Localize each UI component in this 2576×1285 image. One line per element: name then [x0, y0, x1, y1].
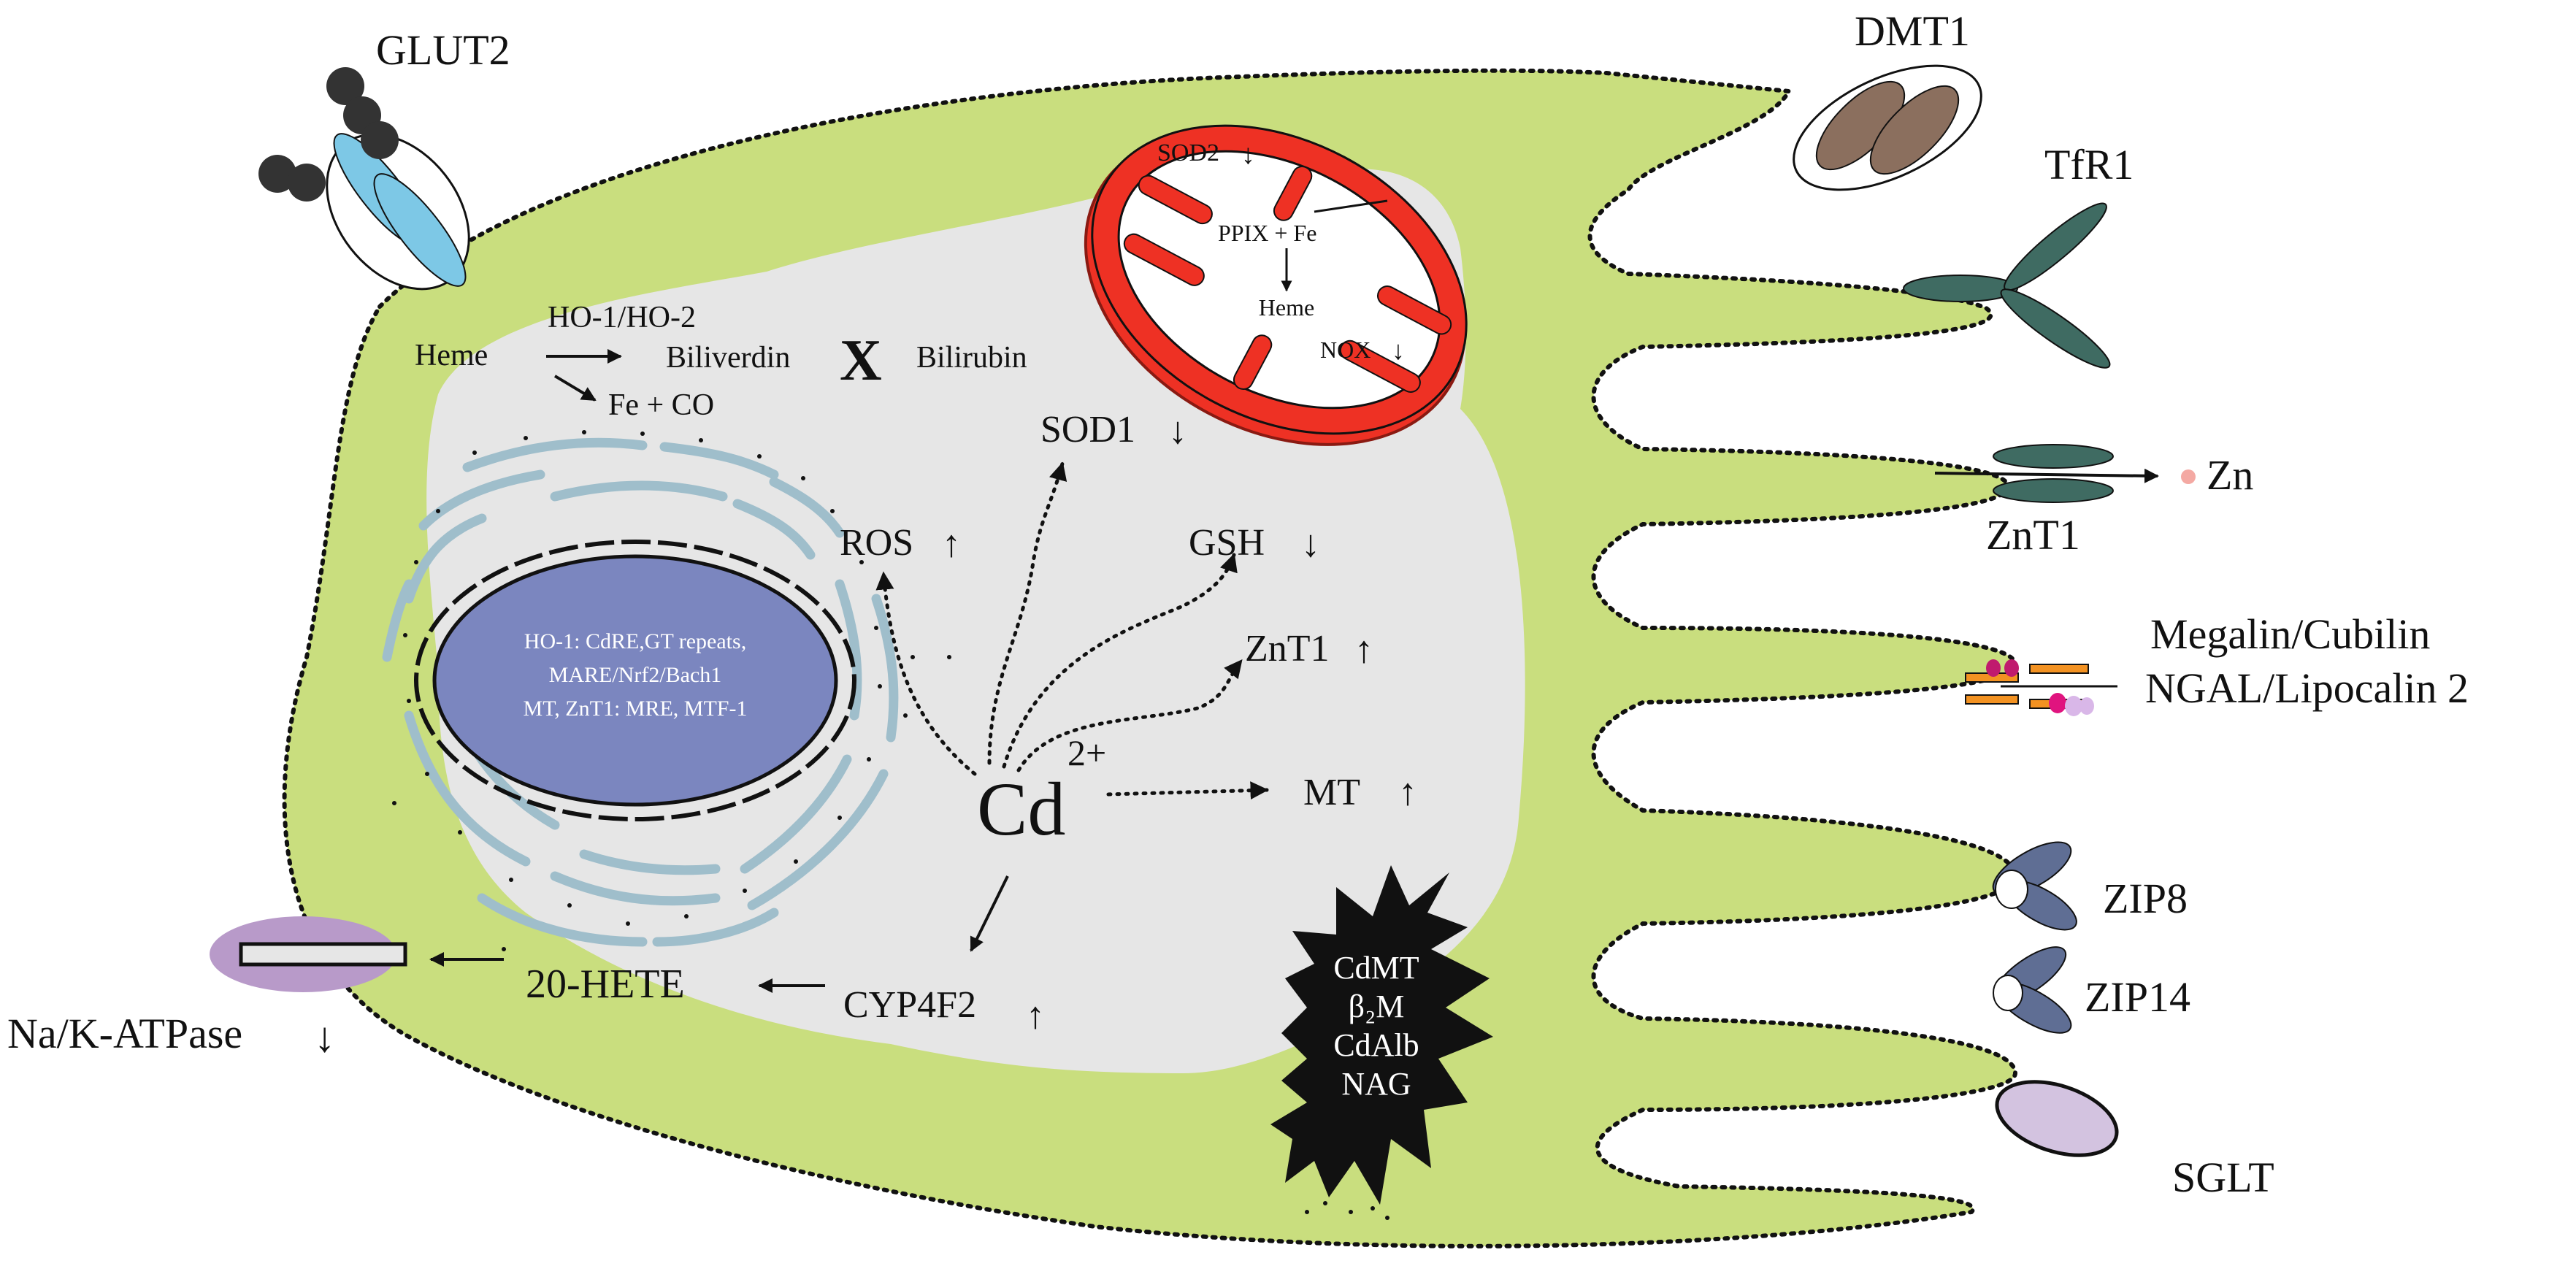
- cd-charge-label: 2+: [1067, 732, 1106, 773]
- sglt-label: SGLT: [2172, 1154, 2274, 1201]
- hete-label: 20-HETE: [526, 962, 685, 1007]
- zip8-label: ZIP8: [2103, 875, 2188, 922]
- zip8-transporter: [1992, 841, 2077, 931]
- zn-label: Zn: [2207, 451, 2253, 499]
- dmt1-transporter: DMT1: [1793, 7, 1982, 191]
- small-dots: [1305, 1201, 1389, 1220]
- block-x-icon: X: [840, 329, 882, 393]
- na-k-atpase-label: Na/K-ATPase: [7, 1010, 242, 1057]
- megalin-cubilin-receptor: [1965, 659, 2117, 716]
- na-k-atpase-down-arrow: ↓: [314, 1013, 335, 1061]
- ros-label: ROS: [840, 522, 913, 564]
- gsh-label: GSH: [1189, 522, 1265, 564]
- nucleus-line-2: MARE/Nrf2/Bach1: [549, 663, 722, 687]
- sod1-label: SOD1: [1040, 409, 1135, 450]
- cd-to-znt1-arrow: [1016, 659, 1243, 772]
- urinary-markers-burst: CdMT β₂M CdAlb NAG: [1270, 865, 1493, 1205]
- na-k-atpase-pump: [210, 916, 407, 992]
- sod2-label: SOD2: [1157, 139, 1219, 166]
- biliverdin-label: Biliverdin: [666, 341, 790, 375]
- gsh-down-arrow: ↓: [1301, 523, 1320, 565]
- znt1-up-arrow: ↑: [1354, 629, 1373, 671]
- zn-export-arrow: [1934, 468, 2159, 483]
- nucleus-line-1: HO-1: CdRE,GT repeats,: [524, 629, 746, 653]
- mt-label: MT: [1303, 772, 1360, 813]
- znt1-transporter: [1993, 444, 2114, 503]
- cadmium-effects: Cd 2+ ROS ↑ SOD1 ↓ GSH ↓ ZnT1 ↑ MT ↑ CYP…: [429, 409, 1417, 1037]
- cdalb-label: CdAlb: [1333, 1027, 1419, 1063]
- heme-to-fe-co-arrow: [553, 375, 597, 402]
- ppix-fe-label: PPIX + Fe: [1218, 220, 1316, 246]
- nucleus-line-3: MT, ZnT1: MRE, MTF-1: [524, 697, 748, 721]
- mitochondrion: SOD2 ↓ PPIX + Fe Heme NOX ↓: [1084, 124, 1468, 446]
- mito-pointer-line: [1314, 199, 1388, 213]
- tfr1-label: TfR1: [2044, 141, 2134, 188]
- znt1-membrane-label: ZnT1: [1986, 511, 2080, 559]
- dmt1-label: DMT1: [1855, 7, 1970, 55]
- ngal-lipocalin-label: NGAL/Lipocalin 2: [2145, 664, 2469, 712]
- ros-up-arrow: ↑: [942, 523, 961, 565]
- nucleus: HO-1: CdRE,GT repeats, MARE/Nrf2/Bach1 M…: [414, 540, 856, 821]
- glucose-molecules: [258, 67, 399, 202]
- sod1-down-arrow: ↓: [1168, 410, 1187, 452]
- ribosome-dots: [392, 430, 951, 951]
- heme-pathway: Heme HO-1/HO-2 Biliverdin X Bilirubin Fe…: [415, 301, 1027, 422]
- sod2-down-arrow: ↓: [1241, 139, 1255, 170]
- mt-up-arrow: ↑: [1398, 772, 1417, 813]
- endoplasmic-reticulum: [382, 430, 951, 951]
- glut2-transporter: GLUT2: [258, 26, 510, 291]
- cyp4f2-up-arrow: ↑: [1026, 995, 1045, 1037]
- cd-to-mt-arrow: [1106, 781, 1269, 800]
- znt1-cytoplasm-label: ZnT1: [1245, 628, 1330, 670]
- sglt-transporter: [1995, 1080, 2119, 1157]
- tfr1-receptor: [1903, 202, 2111, 369]
- heme-label: Heme: [415, 339, 488, 372]
- mito-heme-label: Heme: [1259, 294, 1314, 321]
- mitochondrial-cristae: [1123, 166, 1452, 393]
- zn-ion: [2181, 469, 2196, 484]
- cd-to-sod1-arrow: [987, 461, 1067, 765]
- fe-co-label: Fe + CO: [608, 388, 714, 422]
- bilirubin-label: Bilirubin: [916, 341, 1027, 375]
- cdmt-label: CdMT: [1333, 950, 1419, 986]
- cd-to-gsh-arrow: [1002, 553, 1238, 769]
- cd-to-cyp4f2-arrow: [970, 875, 1009, 952]
- nox-down-arrow: ↓: [1392, 336, 1405, 365]
- nag-label: NAG: [1341, 1066, 1411, 1102]
- zip14-label: ZIP14: [2085, 973, 2190, 1021]
- megalin-cubilin-label: Megalin/Cubilin: [2150, 610, 2430, 658]
- nox-label: NOX: [1320, 337, 1371, 363]
- cd-label: Cd: [977, 767, 1065, 851]
- glut2-label: GLUT2: [376, 26, 510, 74]
- zip14-transporter: [1993, 946, 2072, 1034]
- cd-to-ros-arrow: [875, 571, 977, 776]
- b2m-label: β₂M: [1349, 989, 1405, 1024]
- cyp4f2-label: CYP4F2: [843, 984, 976, 1026]
- burst-shape: [1270, 865, 1493, 1205]
- ho-enzymes-label: HO-1/HO-2: [548, 301, 696, 334]
